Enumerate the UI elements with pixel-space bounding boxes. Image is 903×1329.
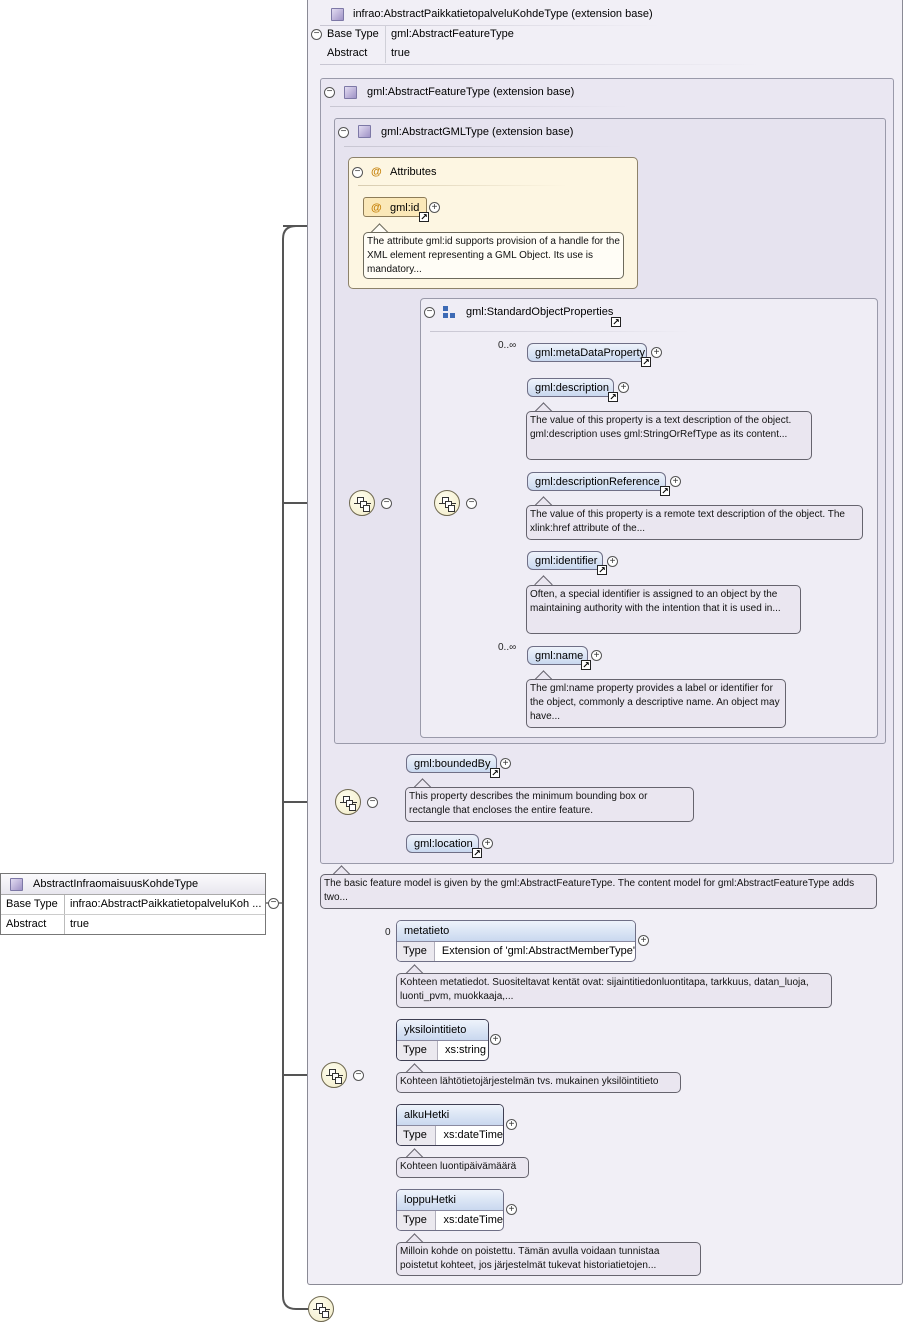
group-icon [443,306,456,319]
description-note: The value of this property is a text des… [526,411,812,460]
occurrence-label: 0..∞ [498,340,517,351]
yksilointitieto-label: yksilointitieto [397,1020,488,1041]
link-icon[interactable]: ↗ [660,486,670,496]
collapse-toggle[interactable]: − [381,498,392,509]
metatieto-element[interactable]: metatieto Type Extension of 'gml:Abstract… [396,920,636,962]
complex-type-icon [331,8,344,21]
collapse-toggle[interactable]: − [311,29,322,40]
type-key: Type [397,1041,438,1060]
link-icon[interactable]: ↗ [608,392,618,402]
type-value: Extension of 'gml:AbstractMemberType' [441,945,635,957]
name-note: The gml:name property provides a label o… [526,679,786,728]
metatieto-note: Kohteen metatiedot. Suositeltavat kentät… [396,973,832,1008]
expand-toggle[interactable]: + [670,476,681,487]
name-element[interactable]: gml:name [527,646,588,665]
expand-toggle[interactable]: + [651,347,662,358]
expand-toggle[interactable]: + [482,838,493,849]
feature-type-title: gml:AbstractFeatureType (extension base) [367,86,575,98]
attribute-icon: @ [371,166,382,178]
collapse-toggle[interactable]: − [424,307,435,318]
gml-type-title: gml:AbstractGMLType (extension base) [381,126,574,138]
loppuhetki-element[interactable]: loppuHetki Type xs:dateTime [396,1189,504,1231]
extension-base-title: infrao:AbstractPaikkatietopalveluKohdeTy… [353,8,653,20]
alkuhetki-label: alkuHetki [397,1105,503,1126]
extension-base-props: Base Type gml:AbstractFeatureType Abstrac… [322,25,514,63]
metatieto-label: metatieto [397,921,635,942]
metadataproperty-element[interactable]: gml:metaDataProperty [527,343,647,362]
loppuhetki-note: Milloin kohde on poistettu. Tämän avulla… [396,1242,701,1276]
complex-type-icon [344,86,357,99]
expand-toggle[interactable]: + [618,382,629,393]
sequence-compositor-icon[interactable] [321,1062,347,1088]
link-icon[interactable]: ↗ [472,848,482,858]
link-icon[interactable]: ↗ [611,317,621,327]
gml-id-note: The attribute gml:id supports provision … [363,232,624,279]
loppuhetki-label: loppuHetki [397,1190,503,1211]
expand-toggle[interactable]: + [591,650,602,661]
expand-toggle[interactable]: + [500,758,511,769]
expand-toggle[interactable]: + [607,556,618,567]
collapse-toggle[interactable]: − [367,797,378,808]
descriptionreference-element[interactable]: gml:descriptionReference [527,472,666,491]
complex-type-icon [358,125,371,138]
link-icon[interactable]: ↗ [419,212,429,222]
boundedby-note: This property describes the minimum boun… [405,787,694,822]
root-row-value: true [70,918,89,930]
prop-value: true [385,44,410,63]
alkuhetki-element[interactable]: alkuHetki Type xs:dateTime [396,1104,504,1146]
sequence-compositor-icon[interactable] [308,1296,334,1322]
type-value: xs:dateTime [443,1214,503,1226]
collapse-toggle[interactable]: − [338,127,349,138]
yksilointitieto-element[interactable]: yksilointitieto Type xs:string [396,1019,489,1061]
sequence-compositor-icon[interactable] [335,789,361,815]
link-icon[interactable]: ↗ [490,768,500,778]
type-key: Type [397,1126,437,1145]
root-row-key: Base Type [1,895,65,914]
collapse-toggle[interactable]: − [352,167,363,178]
expand-toggle[interactable]: + [638,935,649,946]
descriptionreference-note: The value of this property is a remote t… [526,505,863,540]
occurrence-label: 0 [385,927,391,938]
occurrence-label: 0..∞ [498,642,517,653]
root-row-key: Abstract [1,915,65,934]
complex-type-icon [10,878,23,891]
collapse-toggle[interactable]: − [466,498,477,509]
expand-toggle[interactable]: + [429,202,440,213]
collapse-toggle[interactable]: − [324,87,335,98]
type-value: xs:string [445,1044,486,1056]
gml-id-attribute[interactable]: @ gml:id [363,197,427,217]
feature-type-note: The basic feature model is given by the … [320,874,877,909]
expand-toggle[interactable]: + [506,1119,517,1130]
type-value: xs:dateTime [443,1129,503,1141]
type-key: Type [397,942,435,961]
link-icon[interactable]: ↗ [641,357,651,367]
sequence-compositor-icon[interactable] [349,490,375,516]
collapse-toggle[interactable]: − [353,1070,364,1081]
sop-title: gml:StandardObjectProperties [466,306,614,318]
sequence-compositor-icon[interactable] [434,490,460,516]
link-icon[interactable]: ↗ [581,660,591,670]
location-element[interactable]: gml:location [406,834,479,853]
root-type-name: AbstractInfraomaisuusKohdeType [33,878,199,890]
prop-key: Abstract [327,47,368,59]
identifier-note: Often, a special identifier is assigned … [526,585,801,634]
type-key: Type [397,1211,437,1230]
root-row-value: infrao:AbstractPaikkatietopalveluKoh ... [70,898,262,910]
yksilointitieto-note: Kohteen lähtötietojärjestelmän tvs. muka… [396,1072,681,1093]
identifier-element[interactable]: gml:identifier [527,551,603,570]
prop-key: Base Type [327,28,379,40]
expand-toggle[interactable]: + [490,1034,501,1045]
collapse-toggle[interactable]: − [268,898,279,909]
boundedby-element[interactable]: gml:boundedBy [406,754,497,773]
description-element[interactable]: gml:description [527,378,614,397]
attribute-icon: @ [371,202,382,214]
attributes-title: Attributes [390,166,437,178]
alkuhetki-note: Kohteen luontipäivämäärä [396,1157,529,1178]
gml-id-label: gml:id [390,202,420,214]
prop-value: gml:AbstractFeatureType [385,25,514,44]
root-type-box[interactable]: AbstractInfraomaisuusKohdeType Base Type… [0,873,266,935]
expand-toggle[interactable]: + [506,1204,517,1215]
link-icon[interactable]: ↗ [597,565,607,575]
